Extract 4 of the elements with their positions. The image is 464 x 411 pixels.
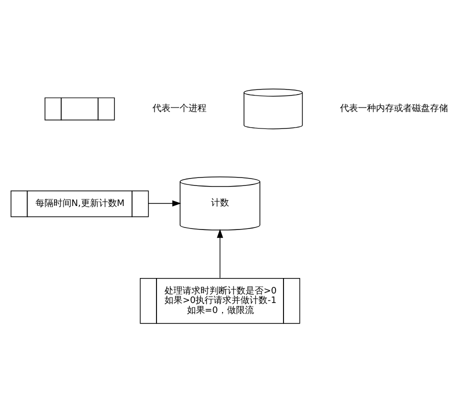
legend-label: 代表一个进程 (152, 104, 206, 114)
arrow (216, 228, 224, 278)
legend-label: 代表一种内存或者磁盘存储 (340, 104, 448, 114)
arrow (148, 200, 182, 206)
